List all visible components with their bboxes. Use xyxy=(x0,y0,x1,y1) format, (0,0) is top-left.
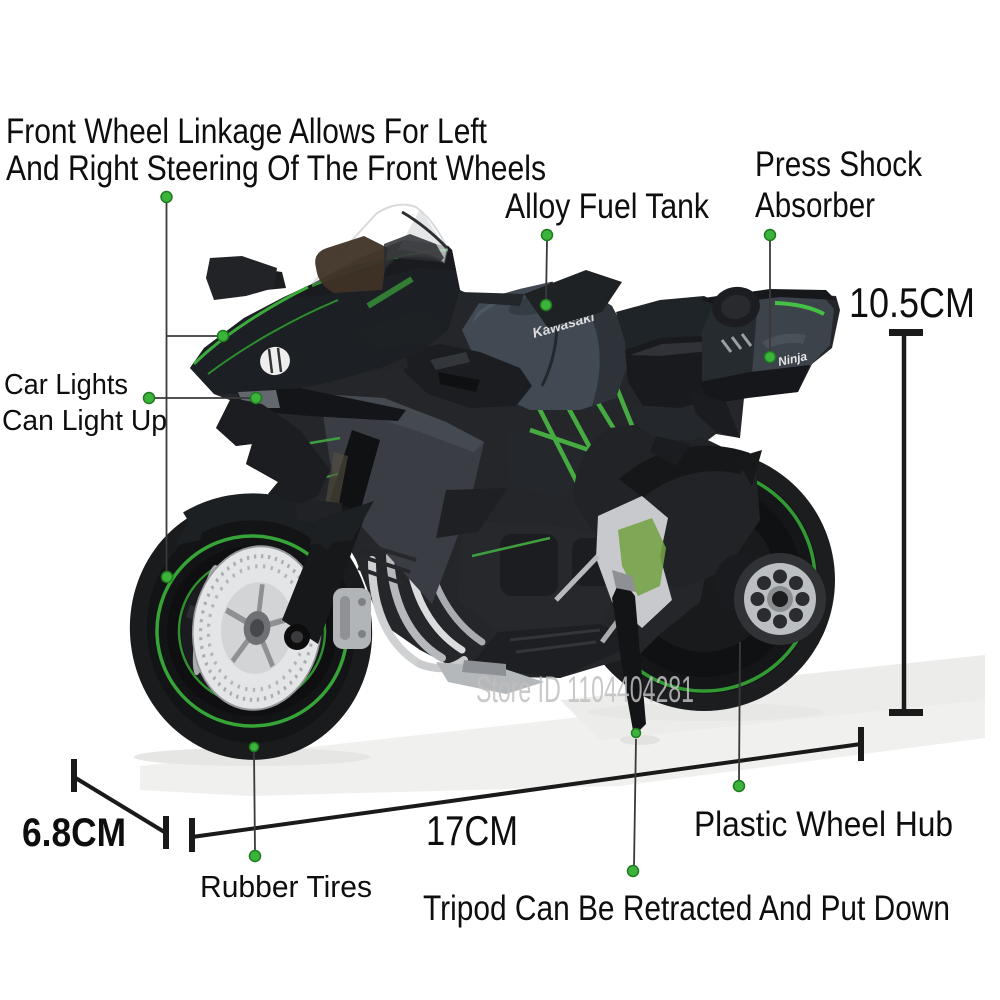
svg-text:6.8CM: 6.8CM xyxy=(22,811,126,855)
svg-text:Front Wheel Linkage Allows For: Front Wheel Linkage Allows For Left xyxy=(6,112,487,151)
svg-text:And Right Steering Of The Fron: And Right Steering Of The Front Wheels xyxy=(6,149,546,188)
svg-text:Plastic Wheel Hub: Plastic Wheel Hub xyxy=(694,805,953,844)
svg-text:Ninja: Ninja xyxy=(777,349,809,369)
svg-text:10.5CM: 10.5CM xyxy=(849,279,975,326)
svg-text:Rubber Tires: Rubber Tires xyxy=(200,869,372,904)
svg-text:Press Shock: Press Shock xyxy=(755,145,922,184)
svg-text:Can Light Up: Can Light Up xyxy=(2,405,167,437)
svg-text:Tripod Can Be Retracted And Pu: Tripod Can Be Retracted And Put Down xyxy=(423,889,950,928)
svg-text:17CM: 17CM xyxy=(426,807,518,854)
svg-text:Alloy Fuel Tank: Alloy Fuel Tank xyxy=(505,187,709,226)
svg-text:Absorber: Absorber xyxy=(755,186,875,225)
svg-text:Store ID 1104404281: Store ID 1104404281 xyxy=(476,669,694,710)
svg-text:Car Lights: Car Lights xyxy=(4,369,128,401)
